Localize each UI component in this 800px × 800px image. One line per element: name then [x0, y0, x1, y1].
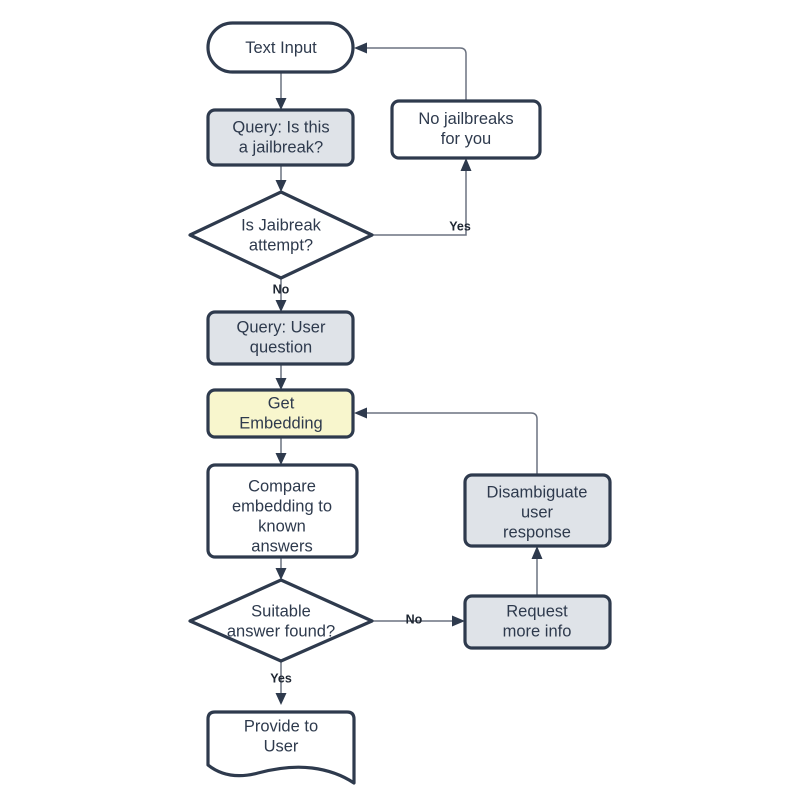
node-suitable-answer[interactable]: Suitable answer found?: [188, 578, 374, 663]
node-get-embedding-label-line2: Embedding: [239, 414, 322, 432]
edge-query-jailbreak-to-decision: [275, 165, 287, 192]
node-query-user-question-label-line1: Query: User: [237, 318, 326, 336]
node-query-jailbreak[interactable]: Query: Is this a jailbreak?: [206, 108, 355, 167]
edge-get-embedding-to-compare: [275, 437, 287, 465]
node-provide-to-user[interactable]: Provide to User: [206, 710, 356, 785]
node-get-embedding[interactable]: Get Embedding: [206, 388, 355, 439]
node-no-jailbreaks[interactable]: No jailbreaks for you: [390, 99, 542, 160]
node-query-user-question[interactable]: Query: User question: [206, 310, 355, 366]
node-no-jailbreaks-label-line1: No jailbreaks: [418, 110, 513, 128]
node-compare-embedding[interactable]: Compare embedding to known answers: [206, 463, 359, 559]
node-text-input-label: Text Input: [245, 39, 317, 57]
edge-label-suitable-yes: Yes: [270, 671, 292, 685]
node-compare-embedding-label-line1: Compare: [248, 477, 316, 495]
node-provide-to-user-label-line1: Provide to: [244, 717, 318, 735]
node-suitable-answer-label-line2: answer found?: [227, 622, 335, 640]
edge-compare-to-suitable-decision: [275, 557, 287, 580]
node-is-jailbreak-attempt-label-line1: Is Jaibreak: [241, 216, 322, 234]
node-compare-embedding-label-line2: embedding to: [232, 497, 332, 515]
node-query-user-question-label-line2: question: [250, 338, 312, 356]
node-is-jailbreak-attempt-label-line2: attempt?: [249, 236, 313, 254]
node-disambiguate[interactable]: Disambiguate user response: [463, 473, 612, 548]
node-get-embedding-label-line1: Get: [268, 394, 295, 412]
edge-request-more-info-to-disambiguate: [531, 546, 543, 596]
edge-decision-yes-to-no-jailbreaks: Yes: [372, 158, 472, 236]
edge-text-input-to-query-jailbreak: [275, 72, 287, 110]
node-compare-embedding-label-line3: known: [258, 517, 306, 535]
node-query-jailbreak-label-line1: Query: Is this: [232, 118, 329, 136]
edge-query-user-question-to-get-embedding: [275, 364, 287, 390]
node-request-more-info[interactable]: Request more info: [463, 594, 612, 650]
edge-label-jailbreak-yes: Yes: [449, 219, 471, 233]
edge-no-jailbreaks-to-text-input: [354, 42, 467, 101]
node-request-more-info-label-line1: Request: [506, 602, 568, 620]
edge-label-suitable-no: No: [406, 612, 423, 626]
node-disambiguate-label-line3: response: [503, 523, 571, 541]
node-text-input[interactable]: Text Input: [206, 21, 355, 74]
edge-decision-no-to-query-user-question: No: [273, 278, 290, 312]
edge-suitable-yes-to-provide-to-user: Yes: [270, 661, 292, 705]
node-provide-to-user-label-line2: User: [264, 737, 299, 755]
edge-label-jailbreak-no: No: [273, 282, 290, 296]
edge-suitable-no-to-request-more-info: No: [372, 612, 465, 627]
node-disambiguate-label-line1: Disambiguate: [487, 483, 588, 501]
node-disambiguate-label-line2: user: [521, 503, 554, 521]
node-no-jailbreaks-label-line2: for you: [441, 130, 491, 148]
edge-disambiguate-to-get-embedding: [354, 407, 538, 475]
node-request-more-info-label-line2: more info: [503, 622, 572, 640]
node-query-jailbreak-label-line2: a jailbreak?: [239, 138, 323, 156]
node-compare-embedding-label-line4: answers: [251, 537, 312, 555]
node-is-jailbreak-attempt[interactable]: Is Jaibreak attempt?: [188, 190, 374, 280]
node-suitable-answer-label-line1: Suitable: [251, 602, 311, 620]
